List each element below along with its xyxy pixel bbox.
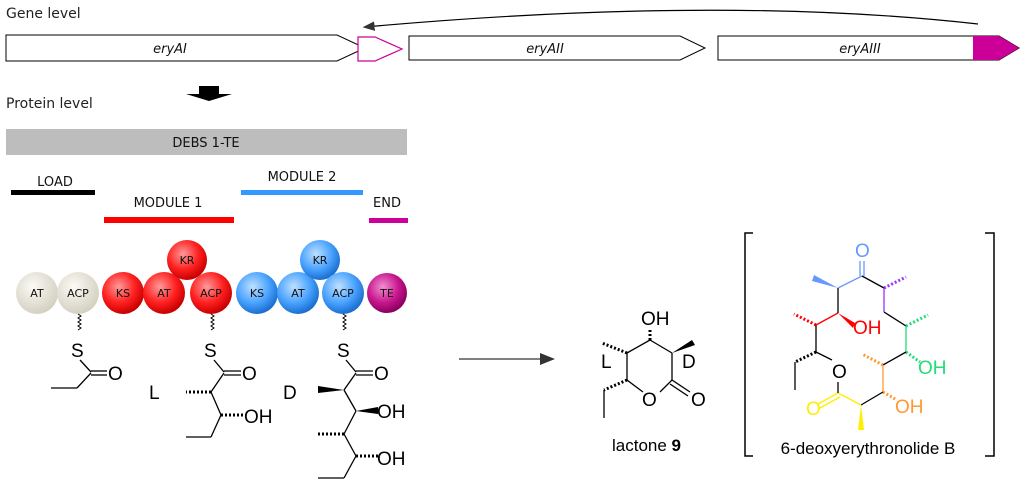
domain-m1-ks-label: KS: [116, 287, 130, 300]
domain-load-acp: [57, 272, 99, 314]
domain-end-te: [367, 273, 407, 313]
bracket-right: [985, 232, 995, 457]
gene-eryAI-label: eryAI: [153, 42, 187, 57]
atom-oh: OH: [244, 407, 273, 428]
intermediate-module1: S O OH L: [149, 341, 273, 438]
lactone-caption: lactone 9: [612, 436, 681, 455]
domain-m1-kr-label: KR: [180, 254, 195, 267]
tether-m2: [342, 313, 347, 331]
lactone-caption-prefix: lactone: [612, 436, 672, 455]
domain-m2-kr: [300, 240, 340, 280]
bracket-left: [744, 232, 753, 457]
tether-m1: [210, 313, 215, 331]
debs-bar: [6, 129, 407, 155]
deb-caption: 6-deoxyerythronolide B: [781, 439, 956, 458]
domain-m1-ks: [102, 272, 144, 314]
gene-eryAIII-te-region: [973, 36, 1019, 60]
stereo-label-l: L: [601, 352, 612, 373]
tether-load: [77, 313, 82, 331]
atom-oh-orange: OH: [895, 397, 924, 418]
gene-eryAIII-label: eryAIII: [839, 42, 881, 57]
intermediate-module2: S O OH OH D: [283, 341, 406, 479]
atom-o: O: [108, 364, 123, 385]
stereo-label-d: D: [283, 383, 297, 404]
lactone-number: 9: [672, 436, 681, 455]
section-end-label: END: [373, 196, 401, 211]
atom-oh-red: OH: [853, 318, 882, 339]
atom-oh: OH: [377, 402, 406, 423]
atom-s: S: [204, 341, 217, 362]
atom-o: O: [242, 364, 257, 385]
domain-m2-acp-label: ACP: [332, 287, 354, 300]
domain-m2-kr-label: KR: [313, 254, 328, 267]
section-module1-bar: [104, 217, 234, 223]
domain-m1-at: [143, 272, 185, 314]
domain-m1-kr: [167, 240, 207, 280]
domain-m1-acp-label: ACP: [200, 287, 222, 300]
domain-group: AT ACP KS AT KR ACP KS AT KR ACP TE: [16, 240, 407, 314]
stereo-label-d: D: [682, 352, 696, 373]
deb-structure: O OH OH O O OH: [793, 241, 947, 430]
domain-m2-at-label: AT: [291, 287, 305, 300]
section-load-bar: [11, 190, 95, 195]
atom-oh: OH: [377, 449, 406, 470]
section-load-label: LOAD: [37, 175, 73, 190]
atom-ketone-o: O: [855, 241, 870, 262]
atom-s: S: [71, 341, 84, 362]
intermediate-load: S O: [51, 341, 123, 389]
atom-o: O: [691, 390, 706, 411]
domain-load-at: [16, 272, 58, 314]
gene-eryAII-label: eryAII: [526, 42, 564, 57]
down-arrow-icon: [186, 86, 232, 101]
atom-ester-o: O: [832, 362, 847, 383]
lactone-structure: OH O O L D: [601, 309, 706, 418]
domain-load-acp-label: ACP: [67, 287, 89, 300]
stereo-label-l: L: [149, 383, 160, 404]
debs-bar-label: DEBS 1-TE: [172, 136, 239, 151]
domain-end-te-label: TE: [379, 287, 394, 300]
atom-o: O: [374, 364, 389, 385]
section-end-bar: [369, 218, 408, 223]
gene-level-title: Gene level: [6, 6, 81, 22]
domain-m2-acp: [322, 272, 364, 314]
section-module1-label: MODULE 1: [134, 196, 203, 211]
section-module2-bar: [241, 190, 363, 195]
domain-m1-acp: [190, 272, 232, 314]
gene-te-fragment: [357, 36, 404, 62]
domain-m1-at-label: AT: [157, 287, 171, 300]
acp-tethers: [77, 313, 347, 331]
section-module2-label: MODULE 2: [268, 170, 337, 185]
atom-oh: OH: [641, 309, 670, 330]
domain-load-at-label: AT: [30, 287, 44, 300]
atom-s: S: [337, 341, 350, 362]
domain-m2-ks: [236, 272, 278, 314]
domain-m2-ks-label: KS: [250, 287, 264, 300]
protein-level-title: Protein level: [6, 96, 93, 112]
gene-loop-arrow: [362, 9, 979, 31]
atom-o: O: [642, 390, 657, 411]
domain-m2-at: [277, 272, 319, 314]
atom-lactone-carbonyl-o: O: [806, 399, 821, 420]
gene-eryAII: [408, 35, 707, 61]
gene-eryAI: [5, 34, 367, 62]
atom-oh-green: OH: [918, 358, 947, 379]
